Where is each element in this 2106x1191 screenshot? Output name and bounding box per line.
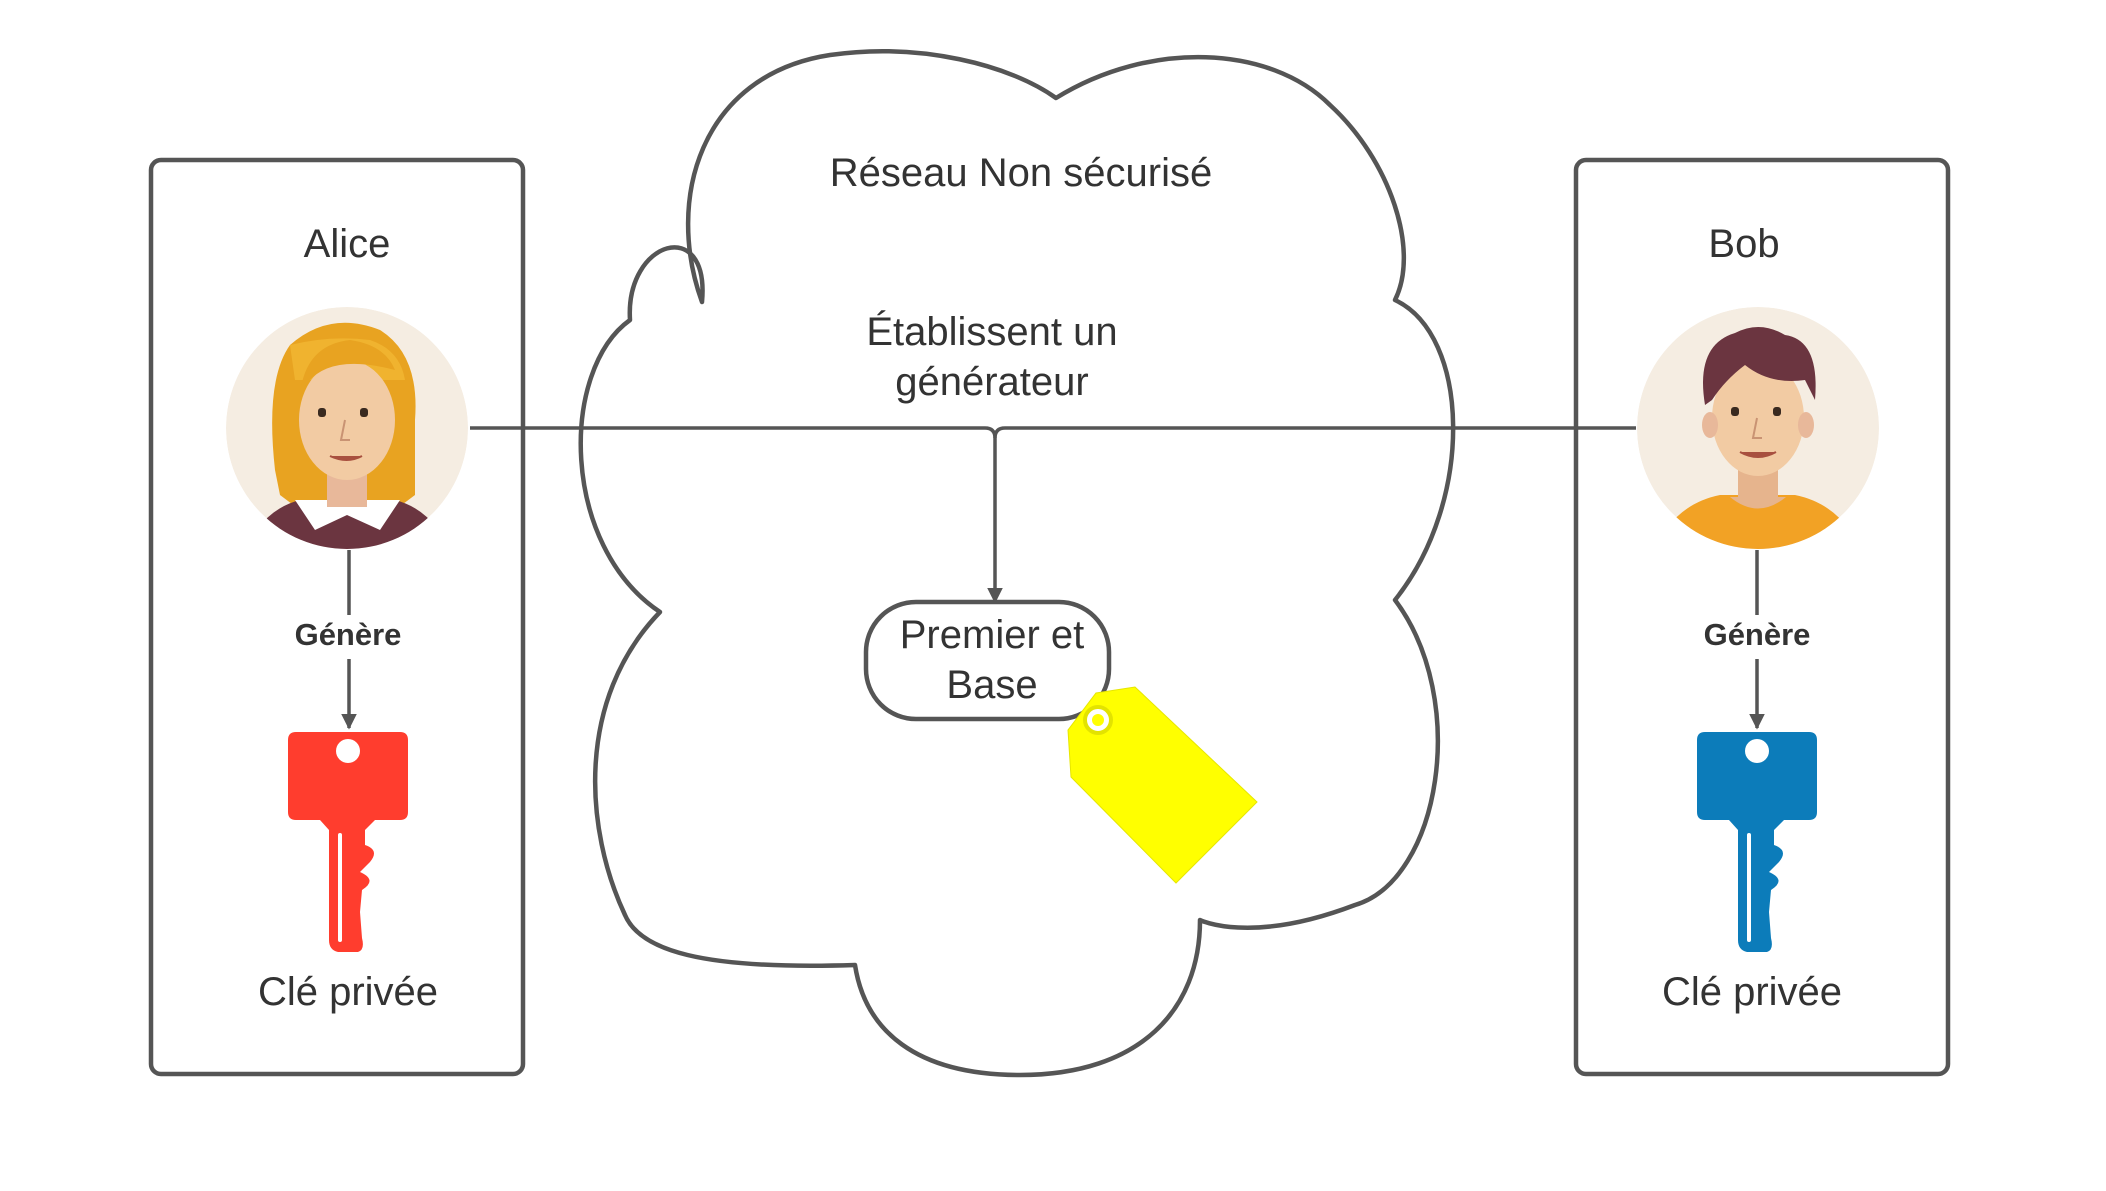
alice-private-key-icon	[288, 732, 408, 952]
alice-avatar	[226, 307, 468, 549]
bob-key-label: Clé privée	[1662, 970, 1842, 1014]
network-cloud	[578, 49, 1456, 1078]
shared-parameters-line2: Base	[946, 663, 1037, 707]
network-title: Réseau Non sécurisé	[830, 151, 1212, 195]
bob-to-network-line	[993, 426, 1636, 439]
bob-action-label: Génère	[1704, 617, 1811, 652]
exchange-label-line1: Établissent un	[866, 309, 1117, 354]
shared-parameters-box	[863, 599, 1112, 722]
alice-box	[148, 157, 526, 1077]
bob-name: Bob	[1708, 222, 1779, 266]
tag-icon	[1067, 686, 1258, 884]
alice-name: Alice	[304, 222, 391, 266]
alice-key-label: Clé privée	[258, 970, 438, 1014]
shared-parameters-line1: Premier et	[900, 613, 1085, 657]
bob-avatar	[1637, 307, 1879, 549]
exchange-label-line2: générateur	[895, 360, 1088, 404]
alice-action-label: Génère	[295, 617, 402, 652]
bob-box	[1573, 157, 1951, 1077]
bob-private-key-icon	[1697, 732, 1817, 952]
